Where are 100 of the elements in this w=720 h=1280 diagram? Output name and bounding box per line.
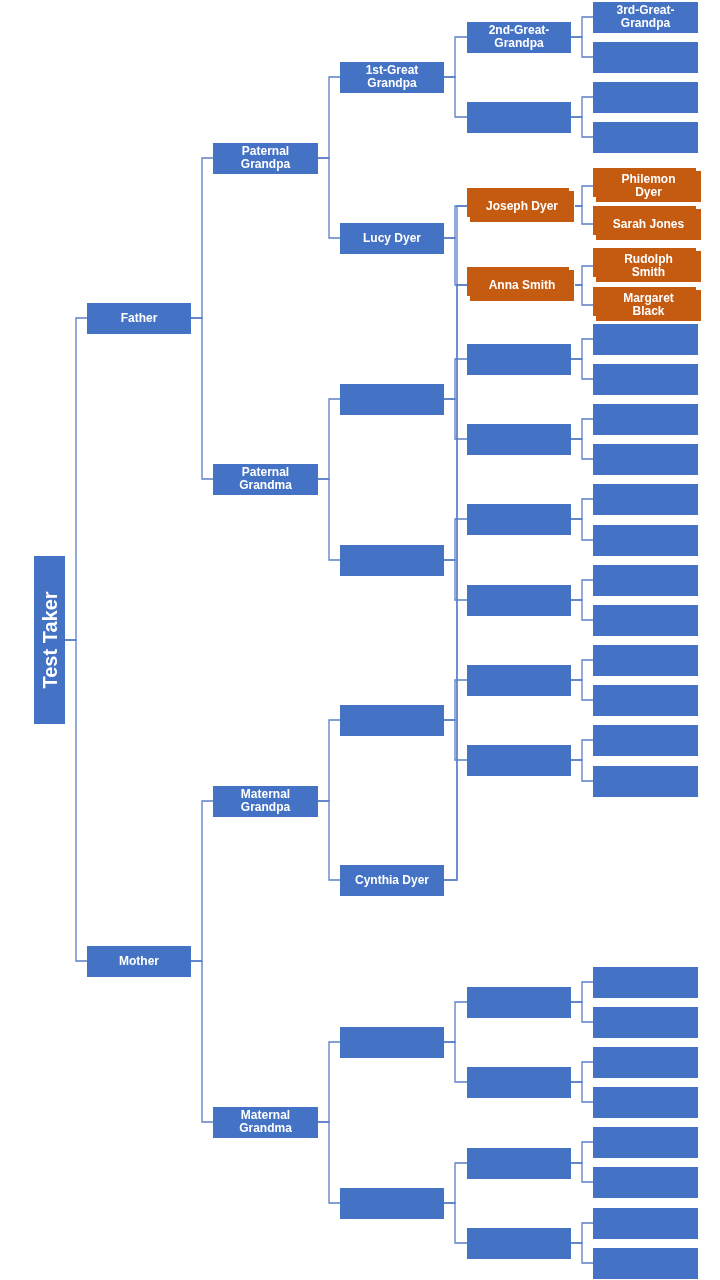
- empty-box: [340, 704, 444, 736]
- empty-box: [593, 81, 698, 113]
- empty-box: [467, 343, 571, 375]
- connector-line: [317, 478, 341, 561]
- empty-box: [593, 121, 698, 153]
- empty-box: [593, 564, 698, 596]
- person-name: Cynthia Dyer: [355, 873, 429, 887]
- empty-box: [340, 1026, 444, 1058]
- person-box: [213, 463, 318, 495]
- empty-box: [593, 1086, 698, 1118]
- empty-box: [593, 684, 698, 716]
- empty-box: [593, 1207, 698, 1239]
- empty-box: [593, 1166, 698, 1198]
- empty-box: [593, 644, 698, 676]
- connector-line: [570, 438, 594, 460]
- person-name: Margaret Black: [622, 292, 675, 318]
- empty-box: [467, 503, 571, 535]
- person-name: Philemon Dyer: [620, 173, 677, 199]
- connector-line: [570, 36, 594, 58]
- connector-line: [443, 76, 468, 118]
- person-name: Maternal Grandma: [238, 1109, 293, 1135]
- empty-box: [593, 41, 698, 73]
- empty-box: [593, 524, 698, 556]
- person-name: Sarah Jones: [612, 217, 685, 231]
- connector-line: [570, 518, 594, 541]
- empty-box: [467, 664, 571, 696]
- person-name: Rudolph Smith: [623, 253, 674, 279]
- person-name: 2nd-Great-Grandpa: [487, 24, 551, 50]
- connector-line: [570, 116, 594, 138]
- empty-box: [593, 765, 698, 797]
- empty-box: [340, 1187, 444, 1219]
- person-box: [87, 302, 191, 334]
- person-box: [596, 208, 701, 240]
- connector-line: [570, 599, 594, 621]
- empty-box: [593, 403, 698, 435]
- empty-box: [467, 744, 571, 776]
- empty-box: [593, 724, 698, 756]
- person-box: [596, 289, 701, 321]
- person-box: [213, 785, 318, 817]
- connector-line: [570, 679, 594, 701]
- connector-line: [190, 960, 214, 1123]
- connector-line: [570, 1001, 594, 1023]
- connector-line: [570, 1081, 594, 1103]
- empty-box: [340, 544, 444, 576]
- empty-box: [467, 986, 571, 1018]
- empty-box: [467, 584, 571, 616]
- empty-box: [467, 101, 571, 133]
- connector-line: [317, 157, 341, 239]
- person-box: [34, 556, 65, 724]
- empty-box: [467, 423, 571, 455]
- person-name: Test Taker: [38, 591, 61, 689]
- person-box: [467, 21, 571, 53]
- person-name: Lucy Dyer: [363, 231, 421, 245]
- person-name: Father: [120, 311, 158, 325]
- empty-box: [467, 1147, 571, 1179]
- person-box: [470, 190, 574, 222]
- connector-line: [317, 1121, 341, 1204]
- empty-box: [593, 483, 698, 515]
- person-box: [596, 170, 701, 202]
- empty-box: [593, 604, 698, 636]
- empty-box: [467, 1066, 571, 1098]
- empty-box: [593, 363, 698, 395]
- empty-box: [593, 443, 698, 475]
- person-name: Anna Smith: [488, 278, 556, 292]
- person-name: 3rd-Great-Grandpa: [615, 4, 676, 30]
- person-name: Joseph Dyer: [486, 199, 558, 213]
- empty-box: [593, 323, 698, 355]
- connector-line: [317, 800, 341, 881]
- connector-line: [570, 759, 594, 782]
- person-box: [596, 250, 701, 282]
- empty-box: [467, 1227, 571, 1259]
- connector-line: [570, 1162, 594, 1183]
- connector-line: [570, 358, 594, 380]
- person-name: 1st-Great Grandpa: [364, 64, 420, 90]
- person-box: [593, 1, 698, 33]
- person-name: Maternal Grandpa: [239, 788, 292, 814]
- connector-line: [443, 1202, 468, 1244]
- empty-box: [593, 1046, 698, 1078]
- connector-line: [570, 1242, 594, 1264]
- person-box: [87, 945, 191, 977]
- empty-box: [340, 383, 444, 415]
- empty-box: [593, 1247, 698, 1279]
- person-box: [213, 1106, 318, 1138]
- person-box: [340, 222, 444, 254]
- person-box: [470, 269, 574, 301]
- empty-box: [593, 1006, 698, 1038]
- connector-line: [443, 398, 468, 440]
- connector-line: [190, 317, 214, 480]
- person-name: Mother: [119, 954, 159, 968]
- empty-box: [593, 966, 698, 998]
- empty-box: [593, 1126, 698, 1158]
- person-box: [213, 142, 318, 174]
- person-name: Paternal Grandma: [238, 466, 293, 492]
- connector-line: [443, 1041, 468, 1083]
- connector-line: [443, 719, 468, 761]
- connector-line: [443, 559, 468, 601]
- person-box: [340, 864, 444, 896]
- connector-line: [64, 639, 88, 962]
- person-name: Paternal Grandpa: [239, 145, 292, 171]
- person-box: [340, 61, 444, 93]
